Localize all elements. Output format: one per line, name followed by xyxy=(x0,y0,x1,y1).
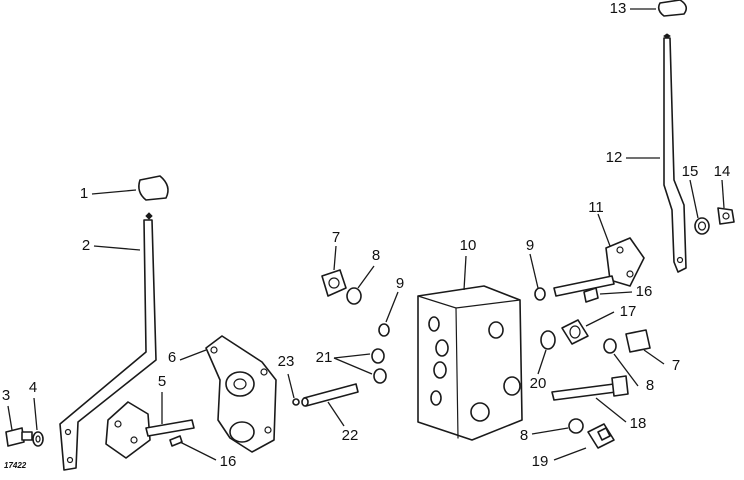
figure-number: 17422 xyxy=(4,461,27,470)
washer-20 xyxy=(540,330,556,350)
callout-14: 14 xyxy=(714,163,731,180)
control-lever-2 xyxy=(59,212,157,471)
callout-8-middle: 8 xyxy=(646,377,654,394)
callout-16-upper: 16 xyxy=(636,283,653,300)
shaft-22 xyxy=(301,383,359,407)
bolt-18 xyxy=(551,375,629,401)
shaft-plate-5 xyxy=(105,401,195,459)
callout-17: 17 xyxy=(620,303,637,320)
knob-13 xyxy=(657,0,688,17)
callout-8-upper: 8 xyxy=(372,247,380,264)
callout-21: 21 xyxy=(316,349,333,366)
plug-7-right xyxy=(625,329,651,353)
callout-10: 10 xyxy=(460,237,477,254)
leader-lines xyxy=(7,8,725,461)
callout-2: 2 xyxy=(82,237,90,254)
knob-1 xyxy=(138,175,169,201)
callout-12: 12 xyxy=(606,149,623,166)
fitting-19 xyxy=(587,423,615,449)
callout-23: 23 xyxy=(278,353,295,370)
housing-6 xyxy=(205,335,277,453)
callout-20: 20 xyxy=(530,375,547,392)
o-ring-9-left xyxy=(378,323,390,337)
callout-9-right: 9 xyxy=(526,237,534,254)
plug-17 xyxy=(561,319,589,345)
callout-9-left: 9 xyxy=(396,275,404,292)
washer-8-upper xyxy=(346,287,362,305)
control-lever-12 xyxy=(663,33,687,273)
o-ring-9-right xyxy=(534,287,546,301)
washer-15 xyxy=(694,217,710,235)
callout-11: 11 xyxy=(588,199,604,216)
callout-18: 18 xyxy=(630,415,647,432)
pin-23 xyxy=(292,398,300,406)
pin-16-upper xyxy=(583,287,599,303)
callout-5: 5 xyxy=(158,373,166,390)
callout-3: 3 xyxy=(2,387,10,404)
callout-labels: 1 2 3 4 5 6 7 7 8 8 8 9 9 10 11 12 13 14… xyxy=(2,0,731,470)
callout-7-right: 7 xyxy=(672,357,680,374)
valve-body-10 xyxy=(417,285,523,441)
callout-22: 22 xyxy=(342,427,359,444)
callout-1: 1 xyxy=(80,185,88,202)
washer-8-lower xyxy=(568,418,584,434)
o-ring-8-middle xyxy=(603,338,617,354)
callout-16-lower: 16 xyxy=(220,453,237,470)
callout-15: 15 xyxy=(682,163,699,180)
callout-8-lower: 8 xyxy=(520,427,528,444)
washer-4 xyxy=(32,431,44,447)
plug-7-upper xyxy=(321,269,347,297)
callout-13: 13 xyxy=(610,0,627,17)
callout-6: 6 xyxy=(168,349,176,366)
o-rings-21 xyxy=(371,348,387,384)
callout-7-upper: 7 xyxy=(332,229,340,246)
pin-16-lower xyxy=(169,435,183,447)
callout-4: 4 xyxy=(29,379,37,396)
arm-shaft-11 xyxy=(553,237,645,297)
callout-19: 19 xyxy=(532,453,549,470)
bolt-3 xyxy=(5,427,33,447)
nut-14 xyxy=(717,207,735,225)
